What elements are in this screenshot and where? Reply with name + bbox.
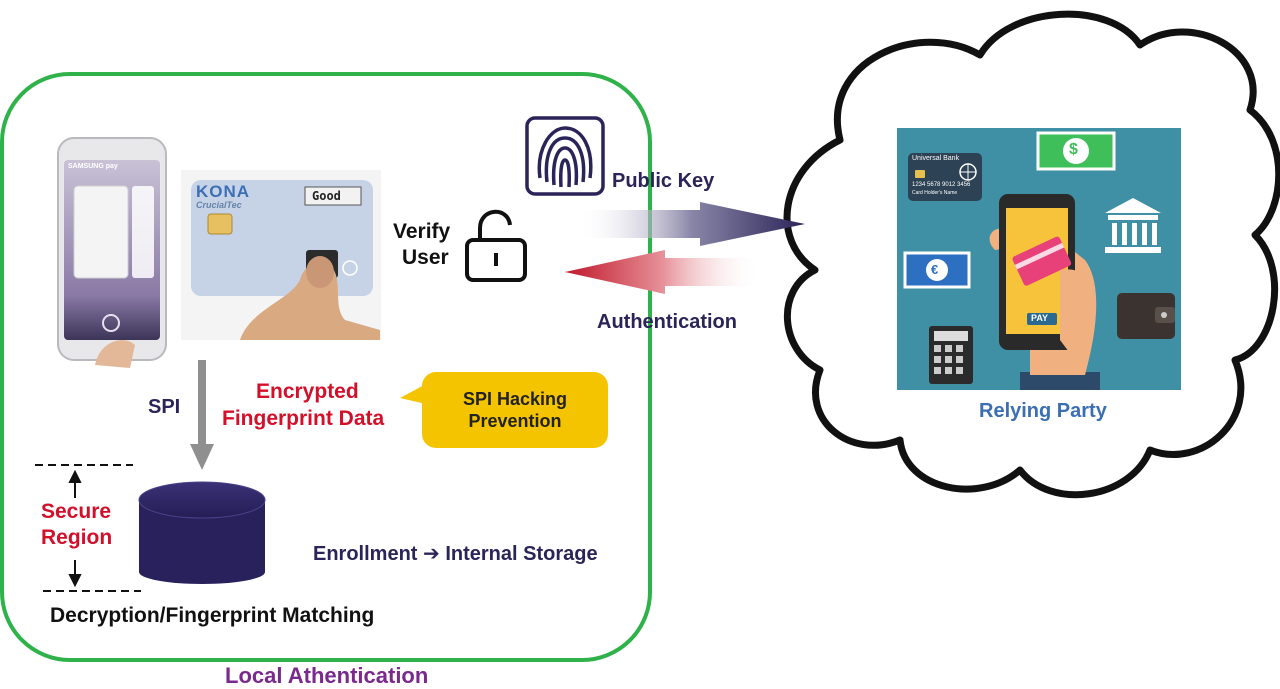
bank-card-icon — [908, 153, 982, 201]
secure-region-markers — [35, 464, 141, 592]
fingerprint-icon — [525, 116, 605, 196]
spi-hacking-callout — [422, 372, 608, 448]
phone-brand: SAMSUNG pay — [68, 163, 118, 170]
bank-card-holder: Card Holder's Name — [912, 190, 958, 196]
dollar-symbol: $ — [1069, 141, 1078, 158]
hand-phone-illustration — [989, 194, 1100, 390]
verify-label: Verify — [393, 220, 451, 243]
callout-tail — [400, 384, 426, 404]
bank-card-number: 1234 5678 9012 3456 — [912, 182, 971, 188]
euro-symbol: € — [931, 262, 939, 277]
secure-label: Secure — [41, 500, 112, 523]
unlocked-padlock-icon — [465, 209, 527, 282]
dollar-bill-icon — [1036, 131, 1116, 171]
local-authentication-box — [0, 72, 652, 662]
calculator-icon — [929, 326, 973, 384]
region-label: Region — [41, 526, 113, 549]
user-label: User — [402, 246, 449, 269]
bank-icon — [1105, 198, 1161, 253]
local-authentication-label: Local Athentication — [225, 663, 429, 688]
encrypted-label: Encrypted — [256, 380, 359, 403]
spi-hacking-label: SPI Hacking Prevention — [462, 389, 568, 431]
card-display-text: Good — [312, 189, 341, 203]
authentication-arrow — [565, 250, 760, 294]
wallet-icon — [1117, 293, 1175, 339]
storage-cylinder — [138, 481, 266, 584]
fingerprint-card-illustration — [181, 170, 381, 340]
card-sub-brand: CrucialTec — [196, 200, 242, 210]
public-key-arrow — [578, 202, 805, 246]
enrollment-label: Enrollment ➔ Internal Storage — [313, 543, 598, 565]
authentication-label: Authentication — [597, 311, 737, 333]
card-brand: KONA — [196, 182, 251, 201]
pay-button-label: PAY — [1031, 313, 1049, 323]
decryption-label: Decryption/Fingerprint Matching — [50, 604, 375, 627]
public-key-label: Public Key — [612, 170, 715, 192]
spi-label: SPI — [148, 396, 181, 418]
bank-card-bank: Universal Bank — [912, 155, 960, 162]
euro-bill-icon — [903, 251, 971, 289]
fingerprint-data-label: Fingerprint Data — [222, 407, 385, 430]
spi-down-arrow — [190, 360, 214, 470]
relying-party-label: Relying Party — [979, 400, 1107, 422]
smartphone-illustration — [57, 137, 167, 368]
